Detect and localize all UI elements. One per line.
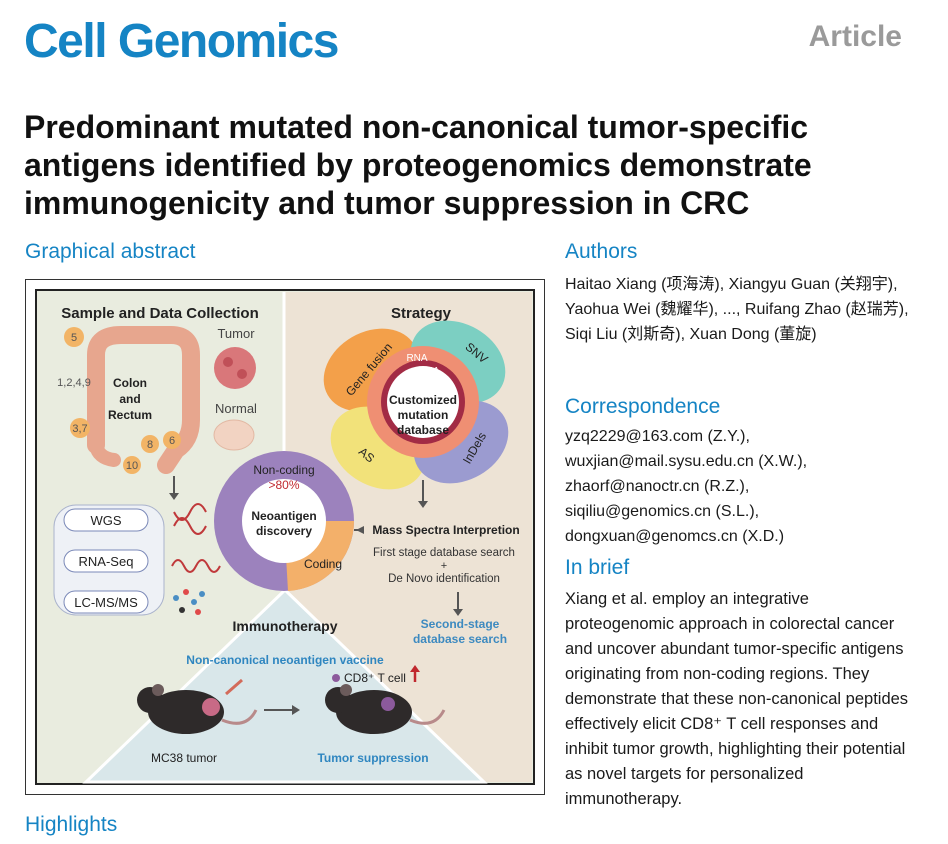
arrowhead-icon [356,526,364,534]
colon-number: 8 [147,439,153,451]
normal-tissue-icon [213,419,255,451]
immunotherapy-title: Immunotherapy [232,618,337,634]
arrowhead-icon [453,609,463,616]
msi-title: Mass Spectra Interpretion [372,523,519,537]
db-label: mutation [398,408,449,422]
msi-line: First stage database search [373,547,515,559]
ring-label: DNA [418,366,439,377]
syringe-icon [225,678,243,696]
colon-number: 3,7 [72,423,87,435]
colon-number: 5 [71,332,77,344]
colon-number: 6 [169,435,175,447]
colon-site-marker [123,456,141,474]
correspondence-list: yzq2229@163.com (Z.Y.), wuxjian@mail.sys… [565,424,807,549]
tumor-spot [237,369,247,379]
tumor-tissue-icon [214,347,256,389]
assay-pill [63,549,149,573]
colon-site-marker [141,435,159,453]
treated-mouse-icon [325,684,446,734]
donut-center-label: Neoantigen [251,509,316,523]
colon-label: Rectum [108,408,152,422]
graphical-abstract-heading: Graphical abstract [25,240,196,263]
db-label: database [397,423,449,437]
arrowhead-icon [169,493,179,500]
assay-label: WGS [90,513,121,528]
in-brief-heading: In brief [565,556,630,579]
immunotherapy-triangle [82,587,488,784]
donut-percent: >80% [268,478,299,492]
neoantigen-donut [214,451,355,591]
paper-title: Predominant mutated non-canonical tumor-… [24,109,812,221]
assay-label: RNA-Seq [79,554,134,569]
mc38-label: MC38 tumor [151,751,217,765]
rna-icon [171,559,221,573]
correspondence-email[interactable]: wuxjian@mail.sysu.edu.cn (X.W.), [565,453,808,470]
donut-center-label: discovery [256,524,312,538]
msi-plus: + [441,560,447,572]
arrowhead-icon [292,705,300,715]
tumor-label: Tumor [217,326,255,341]
colon-number: 1,2,4,9 [57,377,91,389]
db-label: Customized [389,393,457,407]
correspondence-heading: Correspondence [565,395,721,418]
peptide-icon [173,589,205,615]
colon-site-marker [163,431,181,449]
correspondence-email[interactable]: yzq2229@163.com (Z.Y.), [565,428,750,445]
assay-pill [63,590,149,614]
vaccine-label: Non-canonical neoantigen vaccine [186,653,384,667]
colon-site-marker [64,327,84,347]
tumor-spot [223,357,233,367]
assay-pill [63,508,149,532]
normal-label: Normal [215,401,257,416]
dna-icon-strand [173,517,207,535]
authors-list: Haitao Xiang (项海涛), Xiangyu Guan (关翔宇), … [565,276,909,343]
highlights-heading: Highlights [25,813,118,836]
arrowhead-icon [410,665,420,672]
graphical-abstract-figure: Sample and Data Collection Strategy 5 1,… [25,279,545,795]
assay-label: LC-MS/MS [74,595,138,610]
graphical-abstract-svg: Sample and Data Collection Strategy 5 1,… [35,289,535,785]
mouse-icon [137,684,258,734]
colon-label: Colon [113,376,147,390]
arrowhead-icon [418,501,428,508]
sample-title: Sample and Data Collection [61,305,259,322]
colon-illustration [87,326,200,474]
journal-logo: Cell Genomics [24,15,339,68]
strategy-title: Strategy [391,305,452,322]
tumor-suppression-label: Tumor suppression [317,751,428,765]
correspondence-email[interactable]: zhaorf@nanoctr.cn (R.Z.), [565,478,750,495]
msi-line: De Novo identification [388,573,500,585]
donut-coding-label: Coding [304,557,342,571]
donut-noncoding-label: Non-coding [253,463,314,477]
authors-heading: Authors [565,240,638,263]
strategy-flower [323,320,509,490]
colon-number: 10 [126,460,138,472]
in-brief-text: Xiang et al. employ an integrative prote… [565,590,909,808]
correspondence-email[interactable]: dongxuan@genomcs.cn (X.D.) [565,528,785,545]
second-stage-label: database search [413,632,507,646]
cd8-label: CD8⁺ T cell [344,671,406,685]
t-cell-icon [332,674,340,682]
correspondence-email[interactable]: siqiliu@genomics.cn (S.L.), [565,503,760,520]
second-stage-label: Second-stage [421,617,500,631]
colon-label: and [119,392,140,406]
colon-site-marker [70,418,90,438]
article-type-label: Article [808,20,902,53]
ring-label: RNA [406,353,427,364]
